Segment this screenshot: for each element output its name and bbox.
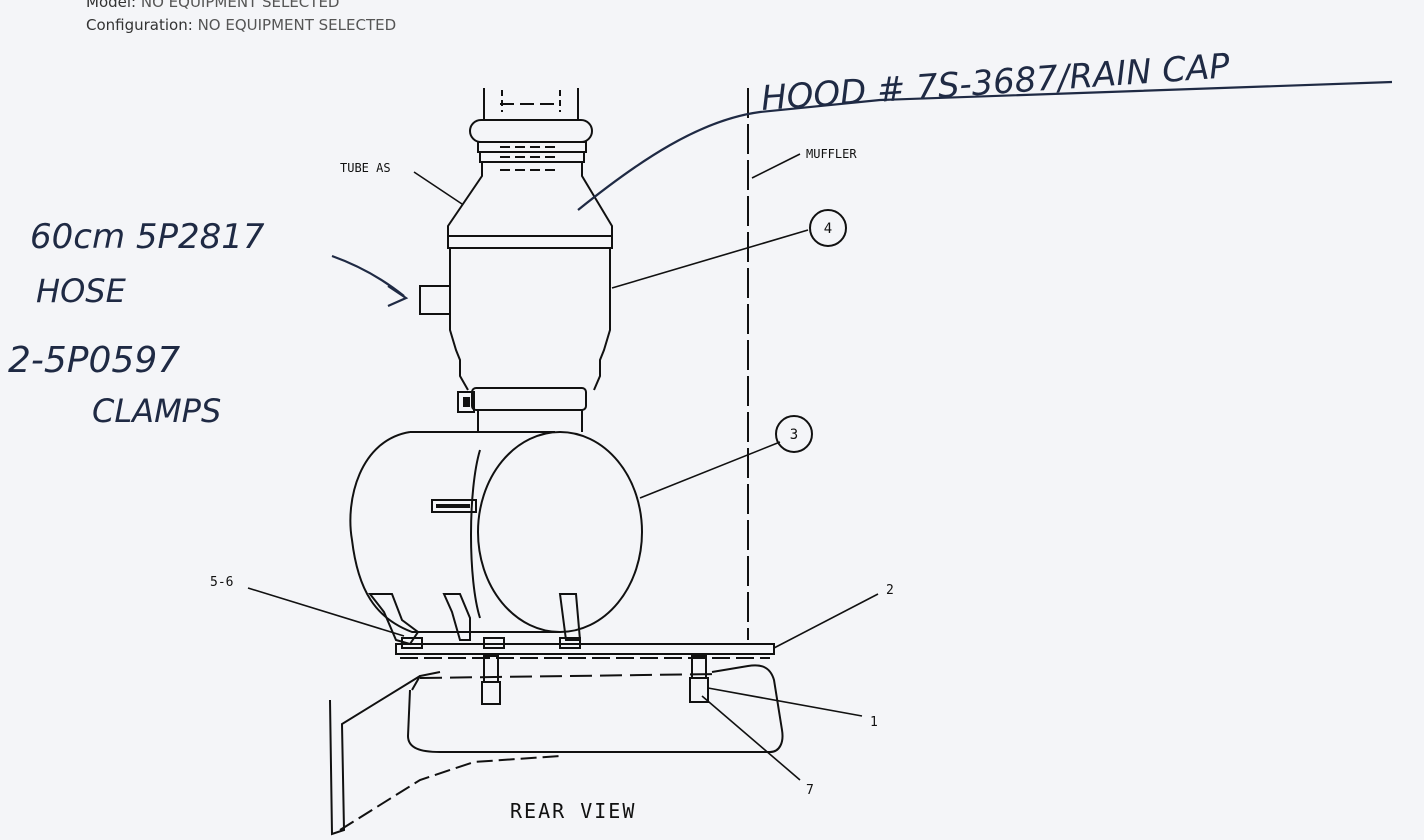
configuration-value: NO EQUIPMENT SELECTED	[197, 16, 397, 34]
item-1-label: 1	[870, 715, 878, 730]
mounting-bolts	[481, 655, 709, 705]
callout-4: 4	[809, 209, 847, 247]
rear-view-title: REAR VIEW	[510, 799, 636, 823]
model-label: Model:	[86, 0, 137, 11]
air-cleaner	[349, 431, 643, 633]
item-5-6-label: 5-6	[210, 575, 233, 590]
callout-3: 3	[775, 415, 813, 453]
tube-stub	[483, 88, 579, 120]
clamp-band	[457, 387, 587, 432]
hose-port	[419, 285, 451, 315]
callout-4-label: 4	[824, 221, 832, 237]
hose-note-line2: HOSE	[36, 272, 127, 310]
item-2-label: 2	[886, 583, 894, 598]
saddle-brackets	[367, 593, 582, 649]
muffler-label: MUFFLER	[806, 147, 857, 161]
hood-note: HOOD # 7S-3687/RAIN CAP	[760, 46, 1232, 119]
item-7-label: 7	[806, 783, 814, 798]
tube-as-label: TUBE AS	[340, 161, 391, 175]
hose-note-line1: 60cm 5P2817	[30, 217, 265, 257]
configuration-line: Configuration: NO EQUIPMENT SELECTED	[86, 16, 396, 34]
clamps-note-line2: CLAMPS	[92, 392, 221, 430]
cleaner-latch	[431, 499, 477, 513]
configuration-label: Configuration:	[86, 16, 193, 34]
lower-bracket	[329, 664, 784, 836]
tube-assembly	[419, 119, 613, 391]
callout-3-label: 3	[790, 427, 798, 443]
model-line: Model: NO EQUIPMENT SELECTED	[86, 0, 339, 11]
mounting-plate	[395, 643, 775, 659]
clamps-note-line1: 2-5P0597	[8, 340, 180, 381]
leader-lines	[247, 80, 1393, 781]
model-value: NO EQUIPMENT SELECTED	[140, 0, 340, 11]
